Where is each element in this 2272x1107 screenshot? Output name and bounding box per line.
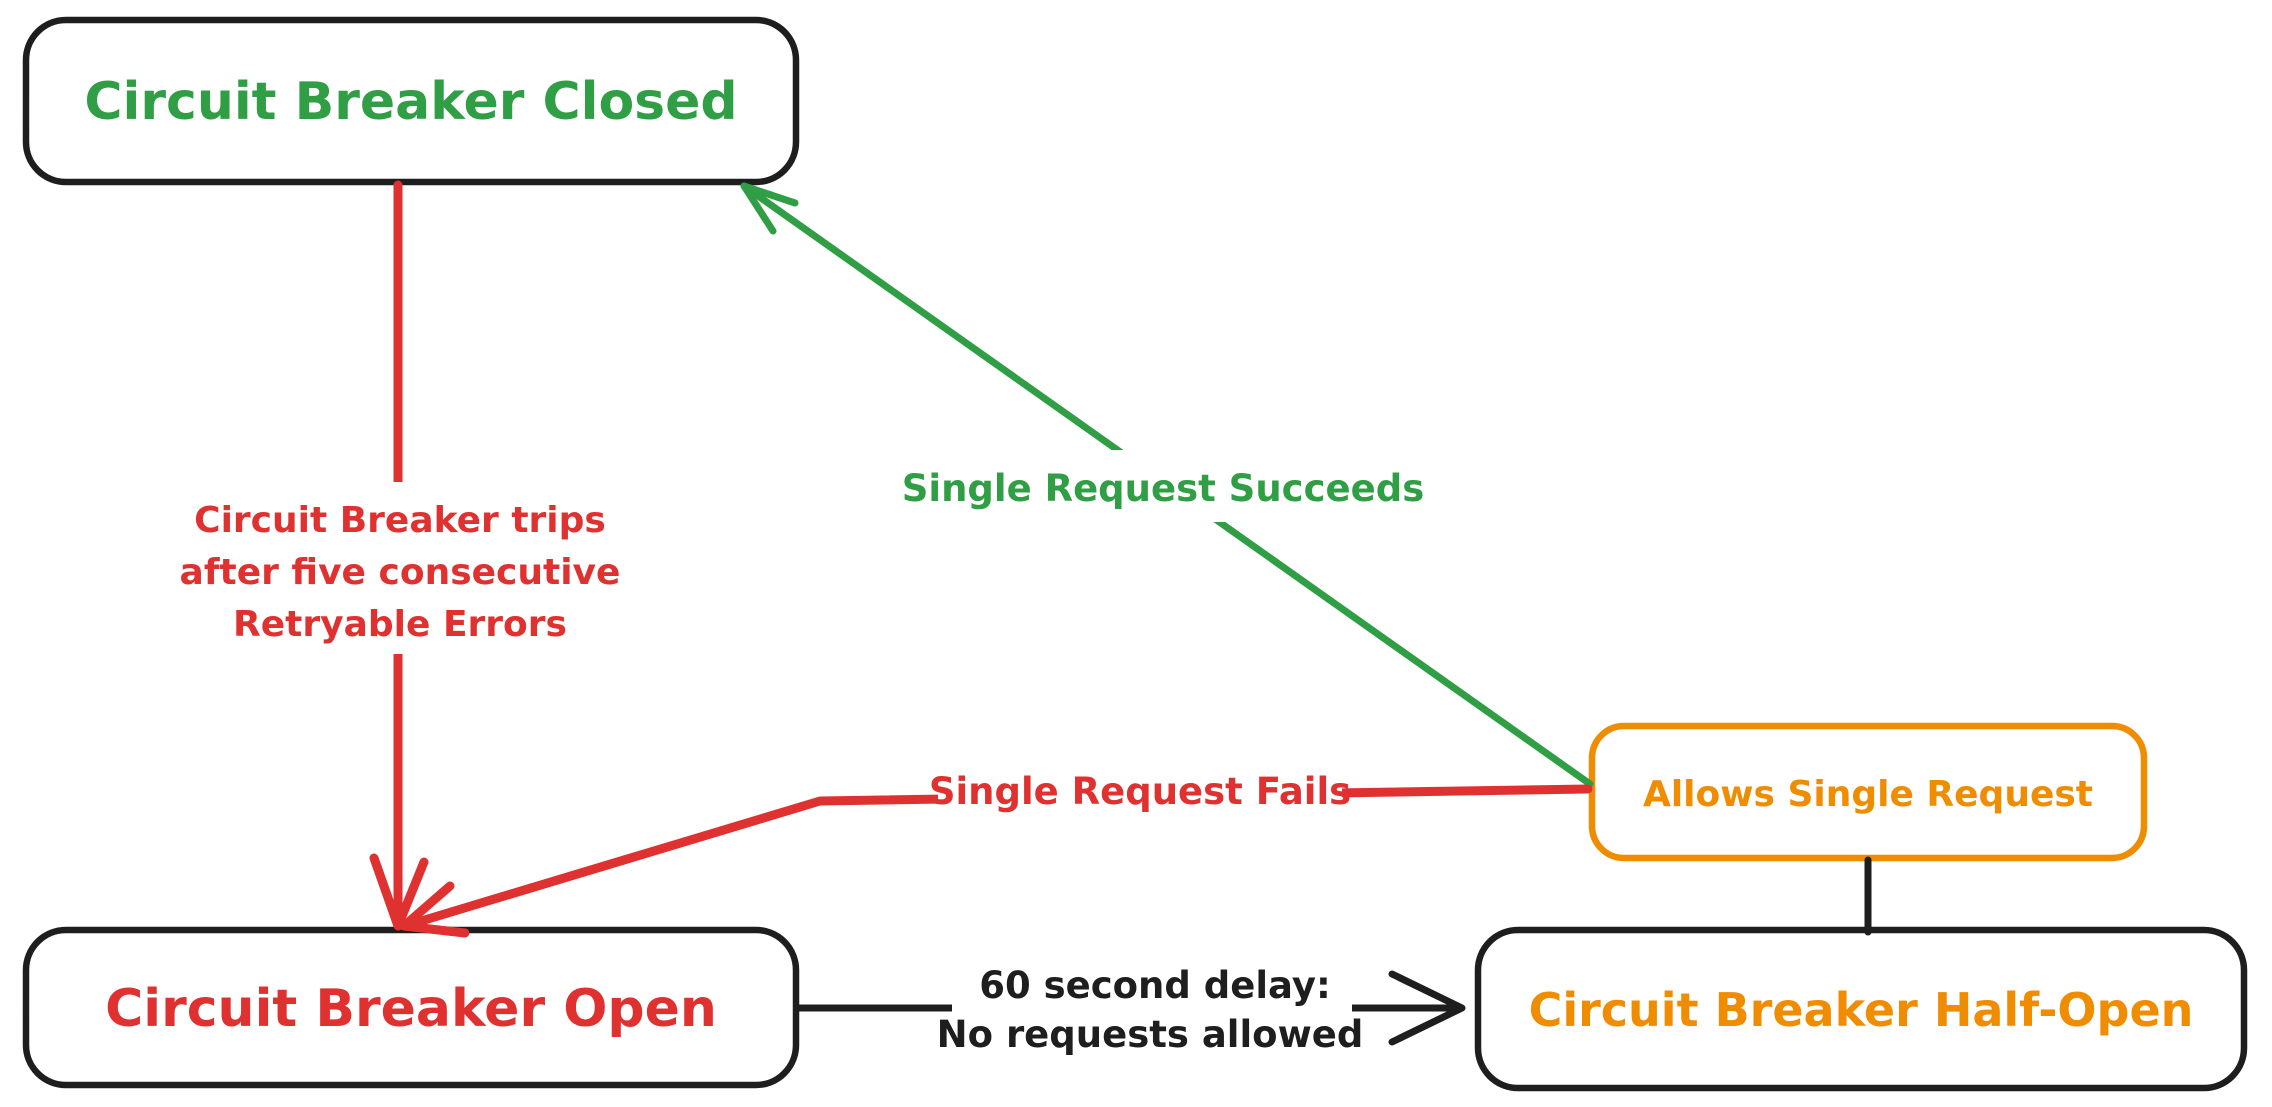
node-half-open-box bbox=[1474, 926, 2248, 1092]
edge-delay-label-line-2: No requests allowed bbox=[937, 1013, 1364, 1056]
node-allows-single-request-label: Allows Single Request bbox=[1643, 774, 2093, 815]
node-open-label: Circuit Breaker Open bbox=[105, 979, 717, 1039]
node-closed-label: Circuit Breaker Closed bbox=[84, 72, 737, 132]
edge-trip-label-bg bbox=[180, 482, 620, 654]
edge-trip-arrowhead-icon bbox=[369, 853, 429, 931]
edge-succeeds-label: Single Request Succeeds bbox=[902, 467, 1424, 510]
edge-trip-label-line-3: Retryable Errors bbox=[233, 604, 567, 645]
edge-fails-label: Single Request Fails bbox=[929, 770, 1351, 813]
edge-fails-label-bg bbox=[938, 756, 1342, 826]
edge-labels: Circuit Breaker trips after five consecu… bbox=[180, 450, 1424, 1060]
edge-trip-label-line-2: after five consecutive bbox=[180, 552, 621, 593]
edge-fails-arrowhead-icon bbox=[399, 881, 470, 938]
edge-delay-label-bg bbox=[952, 956, 1352, 1060]
edge-succeeds-label-bg bbox=[915, 450, 1407, 522]
edge-delay-label-line-1: 60 second delay: bbox=[979, 964, 1331, 1007]
node-closed-box bbox=[22, 16, 800, 186]
nodes: Circuit Breaker Closed Circuit Breaker O… bbox=[22, 16, 2248, 1092]
edge-delay-arrowhead-icon bbox=[1388, 970, 1466, 1046]
node-half-open-label: Circuit Breaker Half-Open bbox=[1529, 983, 2194, 1037]
edge-trip-label-line-1: Circuit Breaker trips bbox=[194, 500, 606, 541]
edge-succeeds-arrowhead-icon bbox=[740, 182, 799, 235]
